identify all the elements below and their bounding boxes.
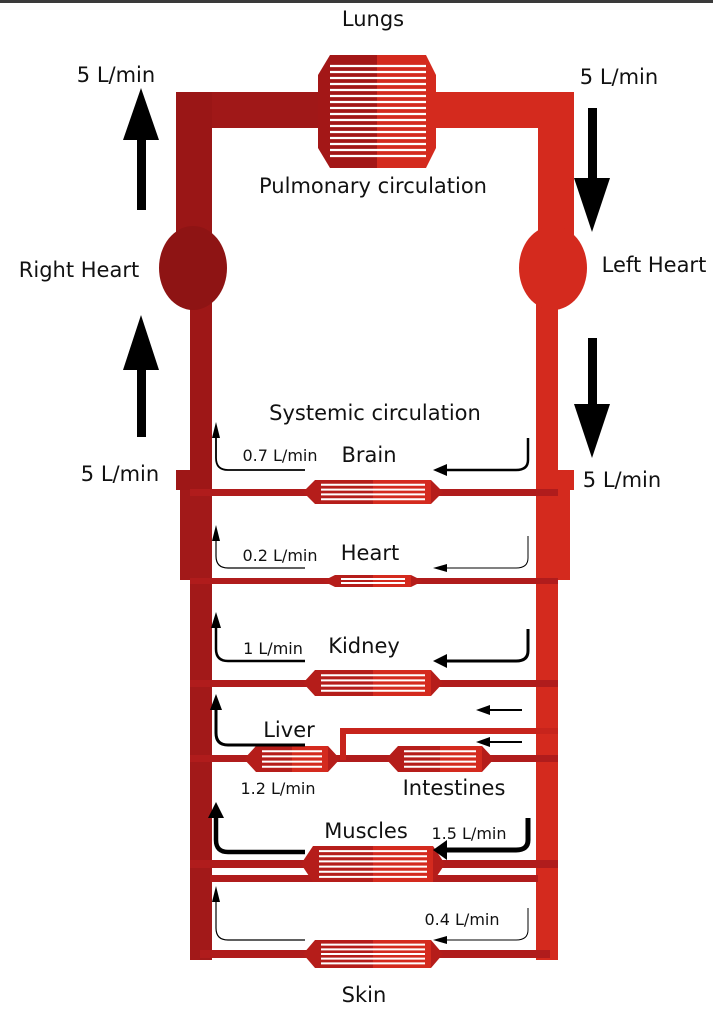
skin-flow: 0.4 L/min (424, 910, 499, 929)
brain-out-arrow (212, 422, 305, 471)
skin-in-arrow (433, 908, 529, 944)
intestine-capillary-bed (386, 746, 494, 772)
right-heart-label: Right Heart (19, 258, 139, 282)
kidney-flow: 1 L/min (243, 639, 303, 658)
intestines-label: Intestines (403, 776, 506, 800)
liver-intestine-branch (190, 728, 558, 762)
lungs-capillary-bed (318, 55, 436, 168)
pulmonary-circulation-label: Pulmonary circulation (259, 174, 487, 198)
heart-organ-label: Heart (341, 541, 399, 565)
organ-flow-arrows (208, 422, 531, 944)
lungs-label: Lungs (342, 7, 404, 31)
brain-in-arrow (433, 438, 530, 476)
liver-out-arrow (210, 694, 305, 747)
flow-mid-right: 5 L/min (583, 468, 661, 492)
venous-rail-outer (180, 490, 194, 580)
muscles-capillary-bed (301, 846, 445, 882)
brain-flow: 0.7 L/min (242, 446, 317, 465)
big-flow-arrows (123, 88, 610, 458)
liver-label: Liver (263, 718, 315, 742)
flow-top-right: 5 L/min (580, 65, 658, 89)
skin-capillary-bed (303, 940, 443, 968)
heart-out-arrow (212, 525, 305, 569)
arterial-trunk-lower (536, 290, 558, 490)
heart-flow: 0.2 L/min (242, 546, 317, 565)
right-heart-chamber (159, 226, 227, 310)
liver-flow: 1.2 L/min (240, 779, 315, 798)
flow-mid-left: 5 L/min (81, 462, 159, 486)
arterial-rail (536, 490, 558, 960)
brain-label: Brain (341, 443, 396, 467)
heart-in-arrow (433, 536, 529, 572)
left-heart-chamber (519, 226, 587, 310)
systemic-circulation-label: Systemic circulation (269, 401, 481, 425)
kidney-out-arrow (211, 612, 305, 663)
muscles-flow: 1.5 L/min (431, 824, 506, 843)
venous-rail (190, 490, 212, 960)
muscles-label: Muscles (324, 819, 408, 843)
skin-out-arrow (212, 886, 305, 941)
liver-capillary-bed (244, 746, 340, 772)
kidney-capillary-bed (303, 670, 443, 696)
muscles-out-arrow (208, 802, 305, 855)
muscles-in-arrow (433, 818, 531, 860)
venous-trunk-wide (176, 470, 212, 490)
flow-top-left: 5 L/min (77, 63, 155, 87)
brain-capillary-bed (303, 480, 443, 504)
skin-label: Skin (342, 983, 387, 1007)
arterial-trunk-wide (536, 470, 574, 490)
top-border (0, 0, 713, 3)
kidney-in-arrow (433, 629, 530, 668)
liver-in-arrows (476, 705, 522, 747)
heart-capillary-bed (323, 575, 423, 587)
arterial-rail-outer (554, 490, 570, 580)
venous-trunk-lower (190, 290, 212, 490)
kidney-label: Kidney (328, 634, 400, 658)
left-heart-label: Left Heart (602, 253, 707, 277)
